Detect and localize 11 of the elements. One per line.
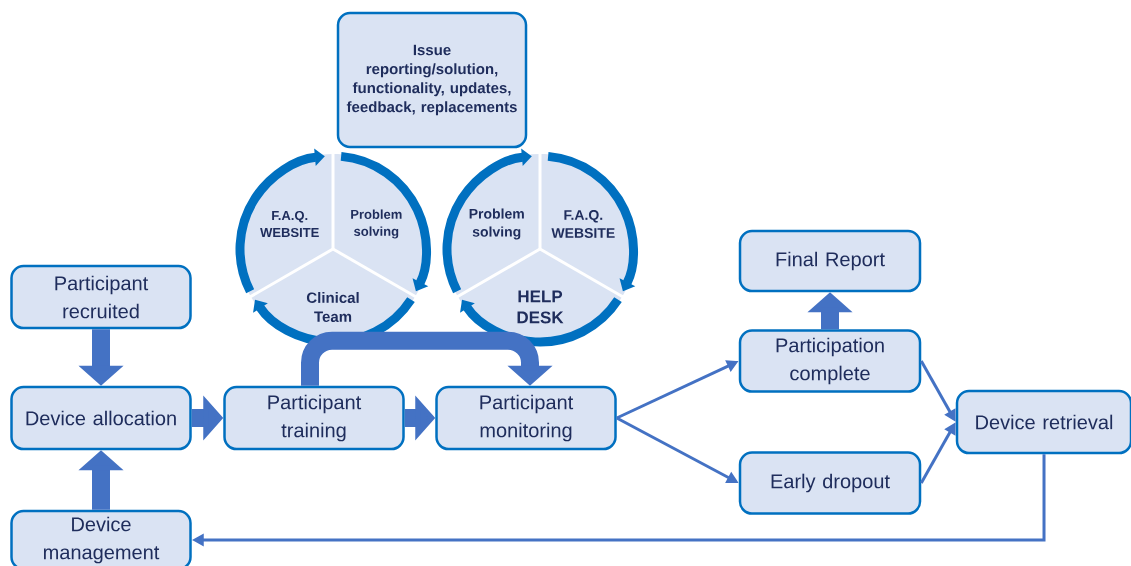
arrow [301, 331, 553, 386]
process-box: Device management [10, 509, 192, 566]
process-box: Participant training [223, 385, 405, 451]
process-box: Participant monitoring [435, 385, 617, 451]
process-box: Participant recruited [10, 264, 192, 330]
process-box: Issue reporting/solution, functionality, updates, feedback, replacements [336, 11, 528, 149]
process-box: Early dropout [738, 451, 922, 515]
process-box: Device allocation [10, 385, 192, 451]
process-box: Final Report [738, 229, 922, 293]
process-box: Device retrieval [955, 389, 1131, 455]
process-box: Participation complete [738, 329, 922, 393]
